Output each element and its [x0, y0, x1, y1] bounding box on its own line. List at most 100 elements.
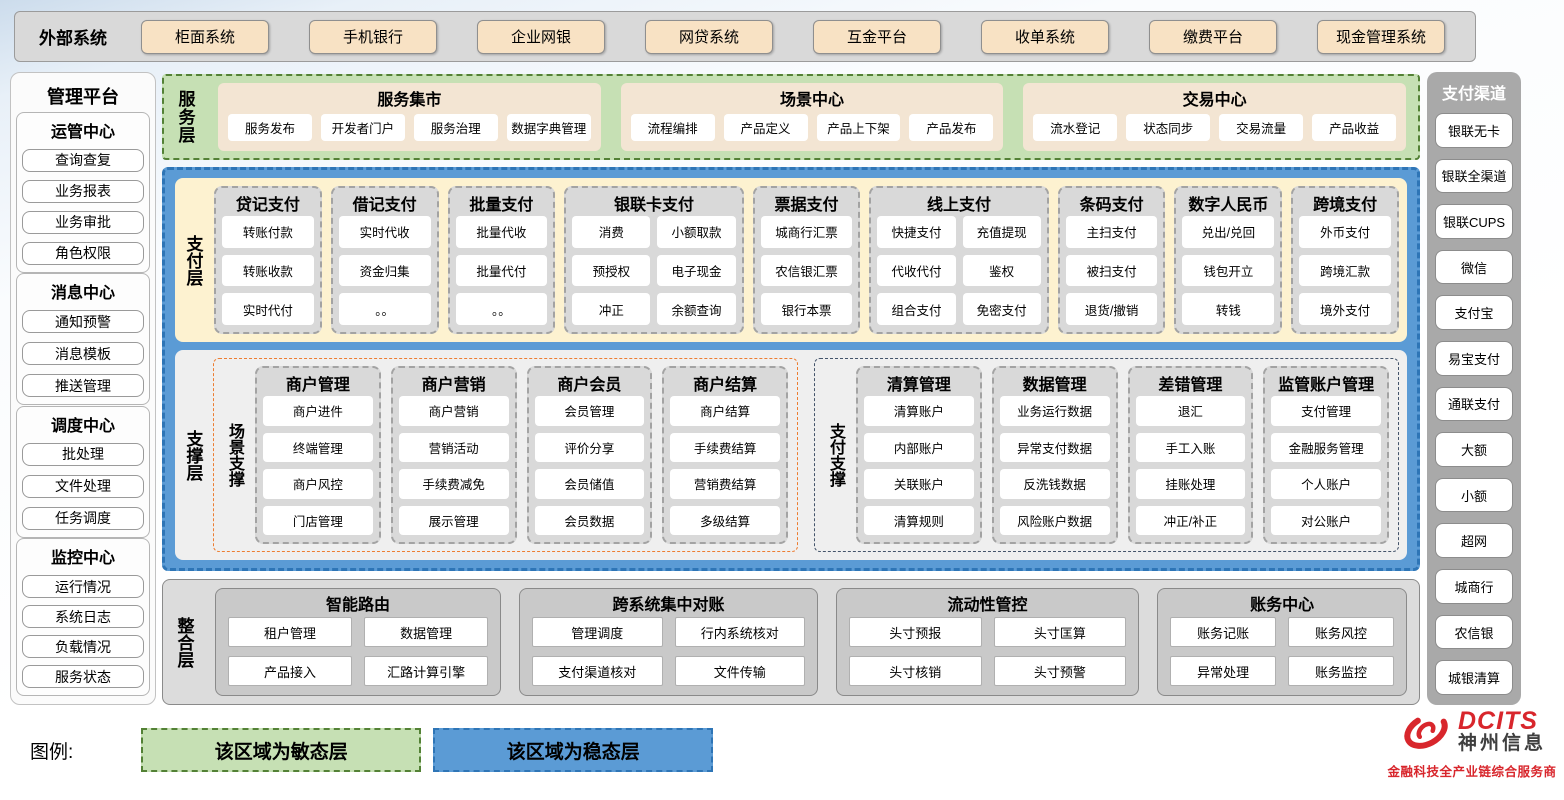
channel-button[interactable]: 微信 — [1435, 249, 1513, 285]
external-system-button[interactable]: 收单系统 — [981, 19, 1109, 54]
payment-item-button[interactable]: 实时代收 — [338, 216, 431, 248]
payment-item-button[interactable]: 预授权 — [572, 254, 651, 287]
management-item-button[interactable]: 负载情况 — [22, 635, 144, 658]
payment-item-button[interactable]: 消费 — [572, 216, 651, 248]
management-item-button[interactable]: 角色权限 — [22, 241, 144, 265]
payment-item-button[interactable]: 余额查询 — [657, 293, 736, 325]
support-item-button[interactable]: 风险账户数据 — [999, 505, 1110, 535]
integration-item-button[interactable]: 汇路计算引擎 — [364, 656, 489, 686]
payment-item-button[interactable]: 银行本票 — [760, 293, 853, 325]
service-item-button[interactable]: 产品上下架 — [816, 113, 901, 141]
payment-item-button[interactable]: 兑出/兑回 — [1182, 216, 1275, 248]
payment-item-button[interactable]: 代收代付 — [877, 254, 956, 287]
support-item-button[interactable]: 商户风控 — [263, 469, 373, 499]
support-item-button[interactable]: 多级结算 — [670, 505, 780, 535]
management-item-button[interactable]: 业务审批 — [22, 210, 144, 234]
payment-item-button[interactable]: 充值提现 — [962, 216, 1041, 248]
support-item-button[interactable]: 冲正/补正 — [1135, 505, 1246, 535]
integration-item-button[interactable]: 行内系统核对 — [674, 617, 805, 647]
integration-item-button[interactable]: 账务监控 — [1288, 656, 1394, 686]
support-item-button[interactable]: 营销费结算 — [670, 469, 780, 499]
management-item-button[interactable]: 消息模板 — [22, 342, 144, 365]
integration-item-button[interactable]: 支付渠道核对 — [532, 656, 663, 686]
payment-item-button[interactable]: 农信银汇票 — [760, 254, 853, 287]
external-system-button[interactable]: 网贷系统 — [645, 19, 773, 54]
payment-item-button[interactable]: 批量代收 — [455, 216, 548, 248]
service-item-button[interactable]: 流程编排 — [630, 113, 715, 141]
channel-button[interactable]: 小额 — [1435, 477, 1513, 513]
support-item-button[interactable]: 商户结算 — [670, 396, 780, 426]
support-item-button[interactable]: 清算账户 — [864, 396, 974, 426]
external-system-button[interactable]: 现金管理系统 — [1317, 19, 1445, 54]
management-item-button[interactable]: 查询查复 — [22, 148, 144, 172]
service-item-button[interactable]: 服务发布 — [228, 113, 312, 141]
payment-item-button[interactable]: 转账收款 — [222, 254, 314, 287]
channel-button[interactable]: 支付宝 — [1435, 295, 1513, 331]
payment-item-button[interactable]: 退货/撤销 — [1065, 293, 1158, 325]
management-item-button[interactable]: 通知预警 — [22, 310, 144, 333]
management-item-button[interactable]: 任务调度 — [22, 506, 144, 530]
service-item-button[interactable]: 交易流量 — [1219, 113, 1304, 141]
payment-item-button[interactable]: 转账付款 — [222, 216, 314, 248]
external-system-button[interactable]: 企业网银 — [477, 19, 605, 54]
integration-item-button[interactable]: 租户管理 — [228, 617, 353, 647]
payment-item-button[interactable]: 被扫支付 — [1065, 254, 1158, 287]
service-item-button[interactable]: 产品收益 — [1312, 113, 1397, 141]
support-item-button[interactable]: 门店管理 — [263, 505, 373, 535]
channel-button[interactable]: 易宝支付 — [1435, 341, 1513, 376]
payment-item-button[interactable]: 电子现金 — [657, 254, 736, 287]
external-system-button[interactable]: 柜面系统 — [141, 19, 269, 54]
payment-item-button[interactable]: 免密支付 — [962, 293, 1041, 325]
management-item-button[interactable]: 批处理 — [22, 442, 144, 466]
management-item-button[interactable]: 业务报表 — [22, 179, 144, 203]
payment-item-button[interactable]: 转钱 — [1182, 293, 1275, 325]
support-item-button[interactable]: 会员管理 — [534, 396, 645, 426]
support-item-button[interactable]: 清算规则 — [864, 505, 974, 535]
integration-item-button[interactable]: 管理调度 — [532, 617, 663, 647]
channel-button[interactable]: 超网 — [1435, 523, 1513, 559]
channel-button[interactable]: 银联CUPS — [1435, 204, 1513, 239]
support-item-button[interactable]: 内部账户 — [864, 432, 974, 462]
payment-item-button[interactable]: 快捷支付 — [877, 216, 956, 248]
integration-item-button[interactable]: 数据管理 — [364, 617, 489, 647]
support-item-button[interactable]: 手续费减免 — [398, 469, 509, 499]
payment-item-button[interactable]: 外币支付 — [1299, 216, 1392, 248]
channel-button[interactable]: 银联无卡 — [1435, 113, 1513, 148]
payment-item-button[interactable]: 鉴权 — [962, 254, 1041, 287]
payment-item-button[interactable]: 钱包开立 — [1182, 254, 1275, 287]
payment-item-button[interactable]: 小额取款 — [657, 216, 736, 248]
payment-item-button[interactable]: 跨境汇款 — [1299, 254, 1392, 287]
support-item-button[interactable]: 支付管理 — [1271, 396, 1381, 426]
support-item-button[interactable]: 异常支付数据 — [999, 432, 1110, 462]
payment-item-button[interactable]: 城商行汇票 — [760, 216, 853, 248]
support-item-button[interactable]: 商户营销 — [398, 396, 509, 426]
service-item-button[interactable]: 数据字典管理 — [506, 113, 591, 141]
integration-item-button[interactable]: 产品接入 — [228, 656, 353, 686]
management-item-button[interactable]: 运行情况 — [22, 575, 144, 598]
integration-item-button[interactable]: 头寸预报 — [848, 617, 982, 647]
payment-item-button[interactable]: 实时代付 — [222, 293, 314, 325]
channel-button[interactable]: 通联支付 — [1435, 386, 1513, 422]
payment-item-button[interactable]: 组合支付 — [877, 293, 956, 325]
channel-button[interactable]: 城银清算 — [1435, 660, 1513, 695]
payment-item-button[interactable]: 冲正 — [572, 293, 651, 325]
payment-item-button[interactable]: 。。 — [455, 293, 548, 325]
integration-item-button[interactable]: 账务风控 — [1288, 617, 1394, 647]
channel-button[interactable]: 农信银 — [1435, 614, 1513, 650]
support-item-button[interactable]: 营销活动 — [398, 432, 509, 462]
management-item-button[interactable]: 推送管理 — [22, 374, 144, 397]
support-item-button[interactable]: 会员储值 — [534, 469, 645, 499]
integration-item-button[interactable]: 头寸预警 — [993, 656, 1127, 686]
support-item-button[interactable]: 手续费结算 — [670, 432, 780, 462]
management-item-button[interactable]: 服务状态 — [22, 665, 144, 688]
support-item-button[interactable]: 退汇 — [1135, 396, 1246, 426]
management-item-button[interactable]: 系统日志 — [22, 605, 144, 628]
integration-item-button[interactable]: 头寸核销 — [848, 656, 982, 686]
support-item-button[interactable]: 对公账户 — [1271, 505, 1381, 535]
support-item-button[interactable]: 会员数据 — [534, 505, 645, 535]
support-item-button[interactable]: 个人账户 — [1271, 469, 1381, 499]
management-item-button[interactable]: 文件处理 — [22, 474, 144, 498]
support-item-button[interactable]: 评价分享 — [534, 432, 645, 462]
support-item-button[interactable]: 展示管理 — [398, 505, 509, 535]
payment-item-button[interactable]: 。。 — [338, 293, 431, 325]
